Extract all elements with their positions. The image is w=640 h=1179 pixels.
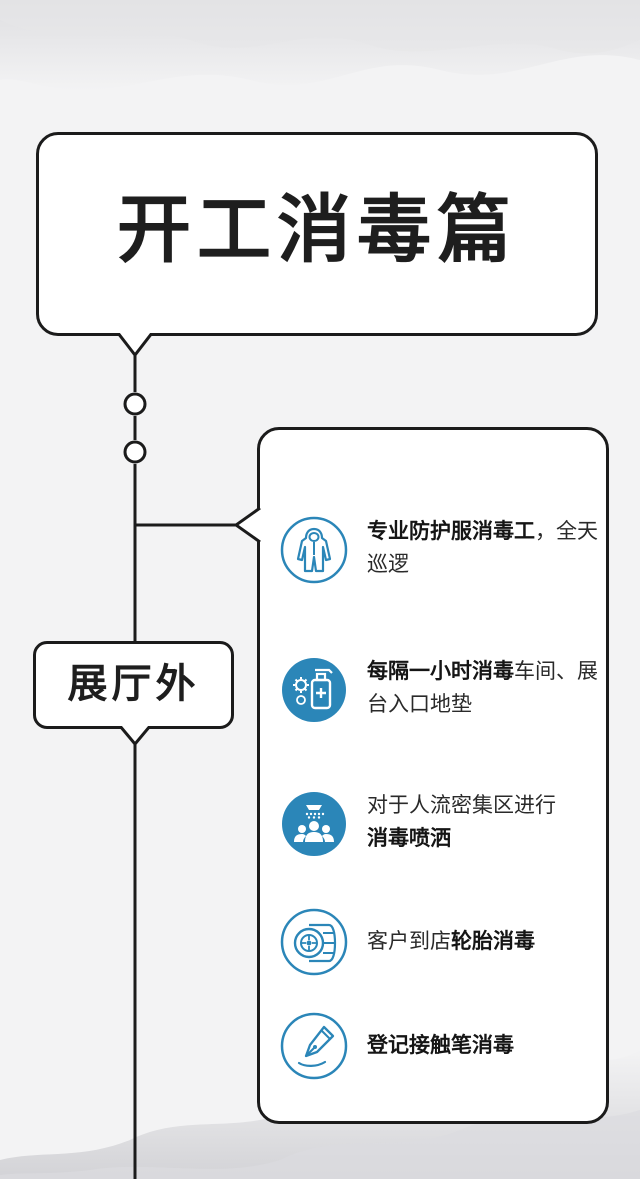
item-bold: 每隔一小时消毒 <box>367 659 514 683</box>
sanitizer-bottle-icon <box>282 658 346 722</box>
page-title: 开工消毒篇 <box>117 187 517 273</box>
title-box: 开工消毒篇 <box>36 132 598 336</box>
list-item: 每隔一小时消毒车间、展台入口地垫 <box>279 655 599 731</box>
item-bold: 登记接触笔消毒 <box>367 1033 514 1057</box>
tire-icon <box>280 908 348 976</box>
item-rest: 车间、展台入口地垫 <box>367 659 598 716</box>
item-bold: 专业防护服消毒工 <box>367 519 535 543</box>
list-item: 客户到店轮胎消毒 <box>279 907 599 983</box>
section-label-box: 展厅外 <box>33 641 234 729</box>
list-item: 对于人流密集区进行消毒喷洒 <box>279 789 599 865</box>
list-item: 专业防护服消毒工，全天巡逻 <box>279 515 599 591</box>
item-bold: 轮胎消毒 <box>451 929 535 953</box>
item-text: 登记接触笔消毒 <box>367 1029 603 1062</box>
item-rest: 客户到店 <box>367 929 451 953</box>
panel-pointer <box>234 508 261 542</box>
item-text: 专业防护服消毒工，全天巡逻 <box>367 515 603 581</box>
info-panel <box>257 427 609 1124</box>
info-list: 专业防护服消毒工，全天巡逻 每隔一小时消毒车间、展台入口地垫 <box>257 427 609 1124</box>
list-item: 登记接触笔消毒 <box>279 1011 599 1087</box>
item-text: 对于人流密集区进行消毒喷洒 <box>367 789 603 855</box>
pen-nib-icon <box>280 1012 348 1080</box>
item-rest: ，全天巡逻 <box>367 519 598 576</box>
crowd-spray-icon <box>282 792 346 856</box>
item-bold: 消毒喷洒 <box>367 826 451 850</box>
item-text: 客户到店轮胎消毒 <box>367 925 603 958</box>
section-label: 展厅外 <box>67 661 200 707</box>
protective-suit-icon <box>280 516 348 584</box>
item-text: 每隔一小时消毒车间、展台入口地垫 <box>367 655 603 721</box>
title-pointer <box>118 333 152 358</box>
item-rest: 对于人流密集区进行 <box>367 793 556 817</box>
section-pointer <box>120 726 150 747</box>
